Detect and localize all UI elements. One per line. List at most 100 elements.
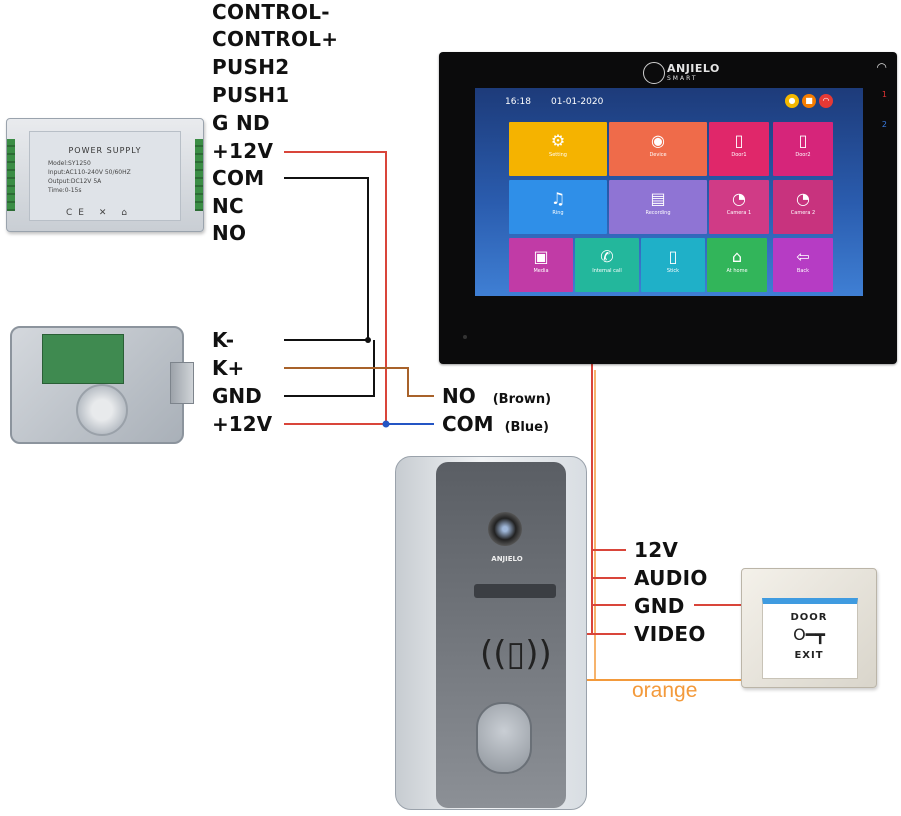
status-date: 01-01-2020	[551, 97, 604, 107]
status-led-1: 1	[881, 90, 887, 99]
lock-terminal-12v: +12V	[212, 412, 273, 436]
monitor-brand: ANJIELO SMART	[667, 62, 720, 84]
app-tile-label: Internal call	[592, 268, 622, 274]
lock-circuit-board	[42, 334, 124, 384]
at-home-icon: ⌂	[731, 247, 743, 266]
recording-icon: ▤	[650, 189, 666, 208]
app-tile-door1[interactable]: ▯ Door1	[709, 122, 769, 176]
lock-motor-gear	[76, 384, 128, 436]
exit-wire-no-label: NO	[442, 384, 476, 408]
wire-psu-com-black	[284, 177, 369, 341]
psu-label-panel: POWER SUPPLY Model:SY1250 Input:AC110-24…	[29, 131, 181, 221]
exit-button[interactable]	[762, 598, 858, 679]
app-tile-at-home[interactable]: ⌂ At home	[707, 238, 767, 292]
app-tile-camera-2[interactable]: ◔ Camera 2	[773, 180, 833, 234]
exit-wire-no-note: (Brown)	[492, 392, 552, 407]
wifi-icon: ◠	[876, 60, 887, 74]
key-icon: O━┳	[793, 625, 825, 644]
psu-terminal-no: NO	[212, 221, 247, 245]
record-icon[interactable]: ■	[802, 94, 816, 108]
monitor-brand-sub: SMART	[667, 75, 698, 82]
app-tile-stick[interactable]: ▯ Stick	[641, 238, 705, 292]
camera-2-icon: ◔	[796, 189, 810, 208]
status-icons: ●■◠	[782, 94, 833, 108]
media-icon: ▣	[533, 247, 549, 266]
stick-icon: ▯	[668, 247, 678, 266]
ir-led-strip	[474, 584, 556, 598]
microphone-icon	[463, 335, 467, 339]
psu-input: Input:AC110-240V 50/60HZ	[48, 169, 131, 176]
psu-terminal-12v: +12V	[212, 139, 274, 163]
app-tile-label: Camera 2	[790, 210, 816, 216]
psu-model: Model:SY1250	[48, 160, 91, 167]
device-icon: ◉	[651, 131, 665, 150]
status-time: 16:18	[505, 97, 531, 107]
wire-junction-com	[382, 420, 390, 428]
psu-output: Output:DC12V 5A	[48, 178, 102, 185]
app-tile-recording[interactable]: ▤ Recording	[609, 180, 707, 234]
app-tile-setting[interactable]: ⚙ Setting	[509, 122, 607, 176]
wire-psu-12v-red	[284, 151, 387, 425]
psu-terminal-push2: PUSH2	[212, 55, 290, 79]
app-tile-device[interactable]: ◉ Device	[609, 122, 707, 176]
power-supply-unit: POWER SUPPLY Model:SY1250 Input:AC110-24…	[6, 118, 204, 232]
status-led-2: 2	[881, 120, 887, 129]
back-icon: ⇦	[796, 247, 810, 266]
wire-lock-gnd-black	[284, 340, 375, 397]
exit-button-exit-text: EXIT	[794, 650, 824, 661]
app-tile-door2[interactable]: ▯Door2	[773, 122, 833, 176]
app-tile-internal-call[interactable]: ✆Internal call	[575, 238, 639, 292]
call-button[interactable]	[476, 702, 532, 774]
psu-terminal-block-right	[195, 139, 203, 211]
doorbell-wire-video: VIDEO	[634, 622, 706, 646]
doorbell-brand: ANJIELO	[491, 555, 523, 563]
lock-bolt	[170, 362, 194, 404]
ring-icon: ♫	[550, 189, 566, 208]
psu-terminal-block-left	[7, 139, 15, 211]
doorbell-wire-12v: 12V	[634, 538, 679, 562]
app-tile-label: Recording	[645, 210, 671, 216]
exit-wire-com: COM (Blue)	[442, 412, 549, 440]
doorbell-wire-audio: AUDIO	[634, 566, 708, 590]
psu-terminal-control-plus: CONTROL+	[212, 27, 339, 51]
app-tile-label: Stick	[666, 268, 680, 274]
app-tile-label: Setting	[549, 152, 567, 158]
bell-icon[interactable]: ●	[785, 94, 799, 108]
lock-terminal-gnd: GND	[212, 384, 262, 408]
status-bar: 16:18 01-01-2020 ●■◠	[475, 88, 863, 116]
doorbell-wire-gnd: GND	[634, 594, 685, 618]
psu-terminal-push1: PUSH1	[212, 83, 290, 107]
app-tile-camera-1[interactable]: ◔ Camera 1	[709, 180, 769, 234]
exit-wire-com-note: (Blue)	[504, 420, 549, 435]
app-tile-label: Device	[649, 152, 667, 158]
psu-title: POWER SUPPLY	[68, 146, 142, 155]
app-tile-label: Camera 1	[726, 210, 752, 216]
rfid-icon: ((▯))	[480, 634, 552, 674]
wifi-status-icon[interactable]: ◠	[819, 94, 833, 108]
wire-lock-kplus-brown	[284, 367, 434, 397]
door2-icon: ▯	[798, 131, 808, 150]
psu-terminal-com: COM	[212, 166, 265, 190]
app-tile-back[interactable]: ⇦Back	[773, 238, 833, 292]
setting-icon: ⚙	[550, 131, 566, 150]
indoor-monitor: ANJIELO SMART ◠ 1 2 16:18 01-01-2020 ●■◠…	[439, 52, 897, 364]
monitor-screen: 16:18 01-01-2020 ●■◠ ⚙Setting◉Device▯Doo…	[475, 88, 863, 296]
app-tile-label: Media	[533, 268, 549, 274]
psu-time: Time:0-15s	[48, 187, 82, 194]
camera-lens-icon	[488, 512, 522, 546]
wire-junction-k-minus	[365, 337, 371, 343]
app-tile-media[interactable]: ▣ Media	[509, 238, 573, 292]
psu-cert-marks: CE ✕ ⌂	[66, 208, 133, 218]
electric-lock	[10, 326, 184, 444]
app-tile-label: At home	[726, 268, 748, 274]
lock-terminal-k-plus: K+	[212, 356, 245, 380]
exit-wire-no: NO (Brown)	[442, 384, 551, 412]
app-tile-label: Door1	[731, 152, 747, 158]
lock-terminal-k-minus: K-	[212, 328, 235, 352]
psu-terminal-control-minus: CONTROL-	[212, 0, 330, 24]
door1-icon: ▯	[734, 131, 744, 150]
monitor-brand-name: ANJIELO	[667, 62, 720, 75]
camera-1-icon: ◔	[732, 189, 746, 208]
app-tile-ring[interactable]: ♫Ring	[509, 180, 607, 234]
